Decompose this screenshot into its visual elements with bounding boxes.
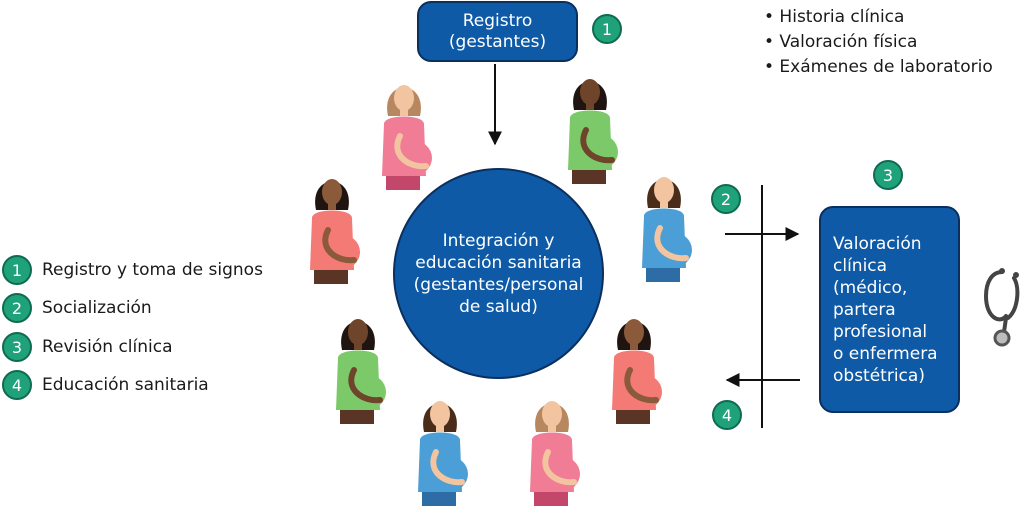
clinical-checklist: • Historia clínica • Valoración física •… [764, 5, 993, 80]
step-badge-3: 3 [873, 160, 903, 190]
registro-line1: Registro [462, 10, 533, 31]
circle-line: Integración y [442, 230, 555, 251]
step-badge-4: 4 [712, 400, 742, 430]
woman-figure-2 [568, 79, 618, 184]
woman-figure-1 [382, 85, 432, 190]
circle-line: (gestantes/personal [413, 274, 584, 295]
circle-line: educación sanitaria [415, 252, 582, 273]
legend-badge: 4 [2, 370, 32, 400]
valoracion-line: o enfermera [833, 343, 938, 364]
legend-item-3: 3 Revisión clínica [2, 331, 173, 363]
valoracion-line: profesional [833, 321, 928, 342]
valoracion-line: obstétrica) [833, 365, 925, 386]
woman-figure-5 [336, 319, 386, 424]
legend-badge: 2 [2, 293, 32, 323]
integration-circle: Integración y educación sanitaria (gesta… [393, 168, 604, 379]
step-badge-2: 2 [711, 184, 741, 214]
legend-badge: 1 [2, 255, 32, 285]
registro-line2: (gestantes) [448, 31, 547, 52]
valoracion-line: Valoración [833, 233, 922, 254]
valoracion-line: clínica [833, 255, 888, 276]
checklist-item: • Exámenes de laboratorio [764, 57, 993, 77]
woman-figure-7 [418, 401, 468, 506]
woman-figure-6 [612, 319, 662, 424]
legend-label: Educación sanitaria [42, 375, 209, 395]
woman-figure-4 [642, 177, 692, 282]
legend-label: Revisión clínica [42, 337, 173, 357]
legend-label: Socialización [42, 298, 152, 318]
woman-figure-8 [530, 401, 580, 506]
valoracion-line: partera [833, 299, 896, 320]
valoracion-line: (médico, [833, 277, 908, 298]
step-badge-1: 1 [592, 14, 622, 44]
legend-item-1: 1 Registro y toma de signos [2, 254, 263, 286]
legend-item-4: 4 Educación sanitaria [2, 369, 209, 401]
registro-box: Registro (gestantes) [417, 1, 578, 62]
checklist-item: • Historia clínica [764, 7, 905, 27]
circle-line: de salud) [459, 296, 538, 317]
checklist-item: • Valoración física [764, 32, 918, 52]
legend-badge: 3 [2, 332, 32, 362]
legend-label: Registro y toma de signos [42, 260, 263, 280]
legend-item-2: 2 Socialización [2, 292, 152, 324]
valoracion-box: Valoración clínica (médico, partera prof… [819, 206, 960, 413]
woman-figure-3 [310, 179, 360, 284]
stethoscope-icon [983, 268, 1020, 347]
